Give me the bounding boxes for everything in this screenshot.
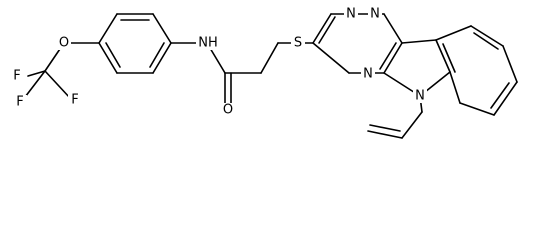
bond-ph-1 bbox=[98, 13, 118, 44]
atom-n-top-left: N bbox=[346, 7, 356, 22]
bond-bz-4 bbox=[493, 81, 518, 116]
bond-tz-1b bbox=[318, 16, 336, 44]
atom-layer: F F F O NH O S N N N N bbox=[10, 7, 427, 118]
bond-ph-3 bbox=[152, 13, 172, 44]
atom-n-top-right: N bbox=[370, 7, 380, 22]
bond-ph-inner-3 bbox=[105, 42, 121, 68]
bond-c-f1 bbox=[27, 70, 46, 77]
bond-ph-6 bbox=[98, 42, 118, 74]
atom-o-ether: O bbox=[59, 36, 69, 51]
structure-drawing: F F F O NH O S N N N N bbox=[10, 6, 518, 139]
atom-n-indole: N bbox=[415, 89, 425, 104]
bond-bz-1 bbox=[435, 25, 472, 41]
bond-ch2-s bbox=[260, 42, 279, 74]
bond-tz-5 bbox=[312, 42, 350, 74]
bond-ph-4 bbox=[152, 42, 172, 74]
bond-c-f3 bbox=[44, 70, 71, 99]
molecule-canvas: F F F O NH O S N N N N bbox=[10, 6, 518, 139]
bond-allyl-3b bbox=[369, 124, 401, 132]
bond-bz-5 bbox=[459, 102, 495, 116]
bond-pyr-1 bbox=[401, 39, 437, 44]
atom-n-ring: N bbox=[363, 67, 373, 82]
bond-allyl-2 bbox=[401, 111, 423, 139]
atom-nh: NH bbox=[198, 36, 218, 51]
bond-layer bbox=[21, 13, 518, 139]
bond-bz-3 bbox=[502, 45, 518, 83]
bond-tz-1 bbox=[312, 13, 332, 44]
bond-bz-inner-1 bbox=[473, 32, 499, 50]
atom-s: S bbox=[294, 36, 302, 51]
bond-bz-6 bbox=[449, 71, 461, 104]
bond-tz-2 bbox=[383, 13, 403, 44]
atom-f3: F bbox=[71, 93, 78, 108]
bond-bz-inner-2 bbox=[490, 82, 510, 109]
atom-o-carbonyl: O bbox=[223, 103, 233, 118]
atom-f2: F bbox=[16, 95, 23, 110]
atom-f1: F bbox=[13, 69, 20, 84]
bond-tz-3b bbox=[379, 42, 397, 70]
bond-bz-2 bbox=[470, 25, 504, 47]
bond-tz-3 bbox=[383, 42, 403, 74]
bond-bz-inner-3 bbox=[442, 43, 456, 73]
bond-pyr-2 bbox=[435, 39, 451, 73]
bond-allyl-3 bbox=[367, 130, 403, 139]
bond-ph-inner-2 bbox=[149, 42, 165, 68]
